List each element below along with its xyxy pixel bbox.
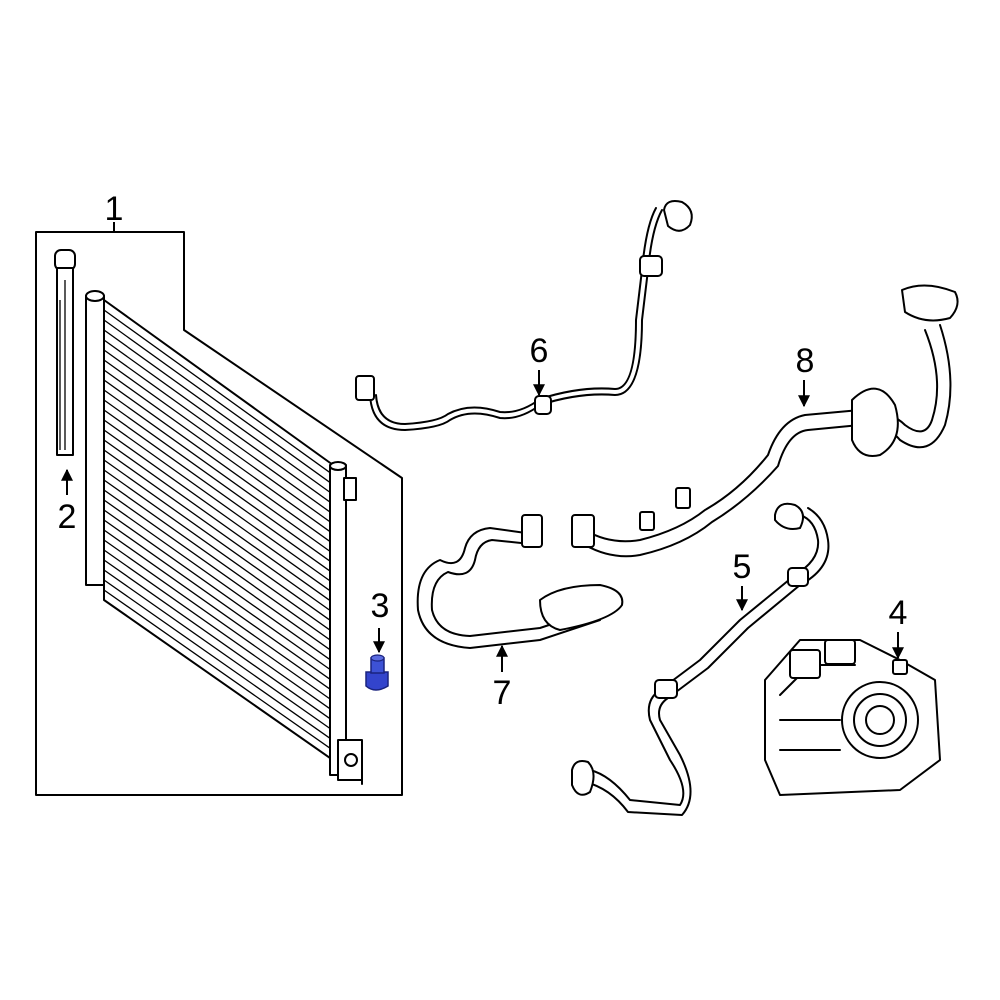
callout-5[interactable]: 5 [733, 548, 752, 586]
callout-4[interactable]: 4 [889, 594, 908, 632]
callout-1[interactable]: 1 [105, 190, 124, 228]
callout-8[interactable]: 8 [796, 342, 815, 380]
condenser-group-outline [35, 231, 403, 796]
receiver-drier[interactable] [54, 249, 76, 456]
condenser[interactable] [85, 290, 363, 785]
hose-7[interactable] [416, 514, 624, 649]
callout-6[interactable]: 6 [530, 332, 549, 370]
callout-7[interactable]: 7 [493, 674, 512, 712]
hose-5[interactable] [571, 502, 830, 816]
compressor[interactable] [764, 639, 941, 796]
condenser-fins [103, 309, 341, 756]
hose-8[interactable] [571, 284, 959, 558]
callout-3[interactable]: 3 [371, 587, 390, 625]
hose-6[interactable] [355, 200, 693, 431]
cap-part-3[interactable] [365, 654, 389, 691]
callout-2[interactable]: 2 [58, 498, 77, 536]
